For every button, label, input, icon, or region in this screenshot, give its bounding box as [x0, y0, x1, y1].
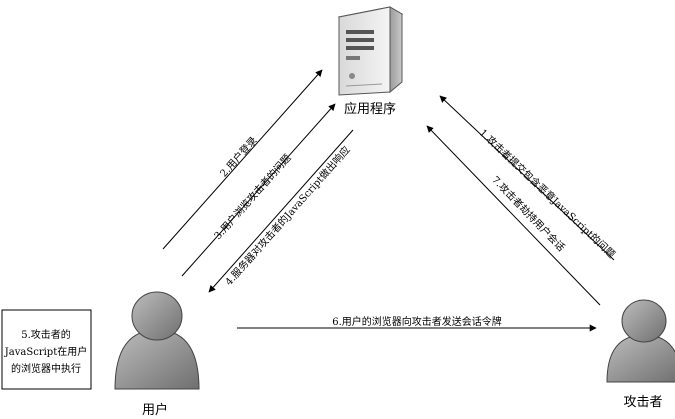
- user-label: 用户: [142, 402, 168, 418]
- step5-line3: 的浏览器中执行: [11, 362, 81, 375]
- step7-arrow: [426, 125, 601, 306]
- step4-arrow: [208, 129, 354, 293]
- step3-arrow: [181, 103, 336, 277]
- step7-label: 7.攻击者劫持用户会话: [489, 173, 568, 254]
- server-label: 应用程序: [344, 101, 396, 117]
- step1-arrow: [439, 95, 615, 261]
- step5-note-box: [1, 309, 92, 390]
- step5-line2: JavaScript在用户: [4, 345, 87, 358]
- step2-arrow: [162, 69, 323, 250]
- attacker-icon: [606, 299, 675, 383]
- step6-label: 6.用户的浏览器向攻击者发送会话令牌: [332, 315, 502, 328]
- step5-line1: 5.攻击者的: [21, 328, 71, 341]
- attacker-label: 攻击者: [623, 395, 662, 410]
- user-icon: [114, 291, 200, 390]
- step2-label: 2.用户登录: [217, 134, 260, 180]
- server-icon: [337, 6, 404, 96]
